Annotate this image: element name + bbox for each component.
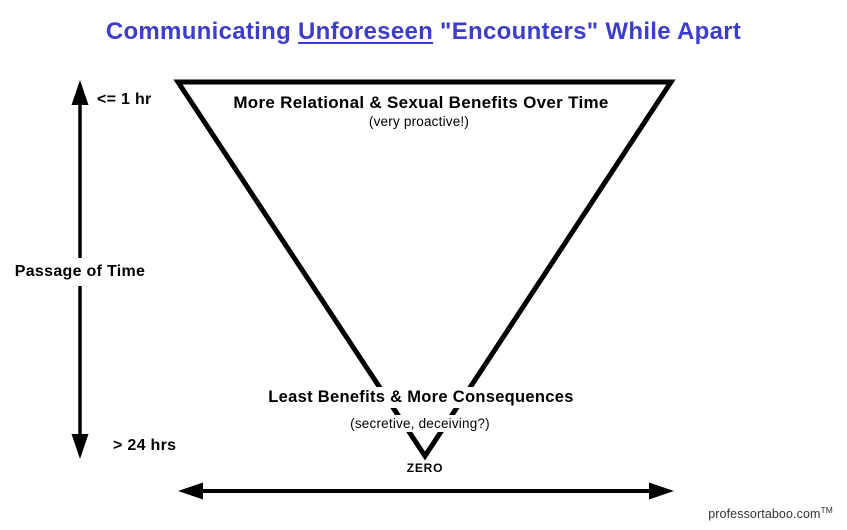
title-part1: Communicating	[105, 18, 299, 45]
time-axis-max-label: > 24 hrs	[113, 437, 177, 454]
funnel-apex-label: ZERO	[406, 461, 444, 475]
funnel-bottom-note: (secretive, deceiving?)	[343, 415, 497, 432]
arrow-left-icon	[178, 482, 203, 500]
watermark: professortaboo.comTM	[708, 505, 833, 521]
funnel-bottom-heading: Least Benefits & More Consequences	[261, 387, 581, 408]
arrow-down-icon	[71, 434, 89, 459]
funnel-top-heading: More Relational & Sexual Benefits Over T…	[233, 93, 609, 112]
funnel-triangle-shape	[173, 79, 676, 461]
funnel-top-note: (very proactive!)	[368, 114, 470, 129]
title-part2: "Encounters" While Apart	[433, 18, 742, 45]
arrow-right-icon	[649, 482, 674, 500]
time-axis-label: Passage of Time	[10, 258, 150, 286]
arrow-up-icon	[71, 80, 89, 105]
time-axis-min-label: <= 1 hr	[97, 91, 152, 108]
diagram-title: Communicating Unforeseen "Encounters" Wh…	[0, 18, 847, 46]
watermark-text: professortaboo.com	[708, 507, 821, 522]
trademark-symbol: TM	[820, 505, 833, 515]
title-underlined-word: Unforeseen	[298, 18, 434, 45]
